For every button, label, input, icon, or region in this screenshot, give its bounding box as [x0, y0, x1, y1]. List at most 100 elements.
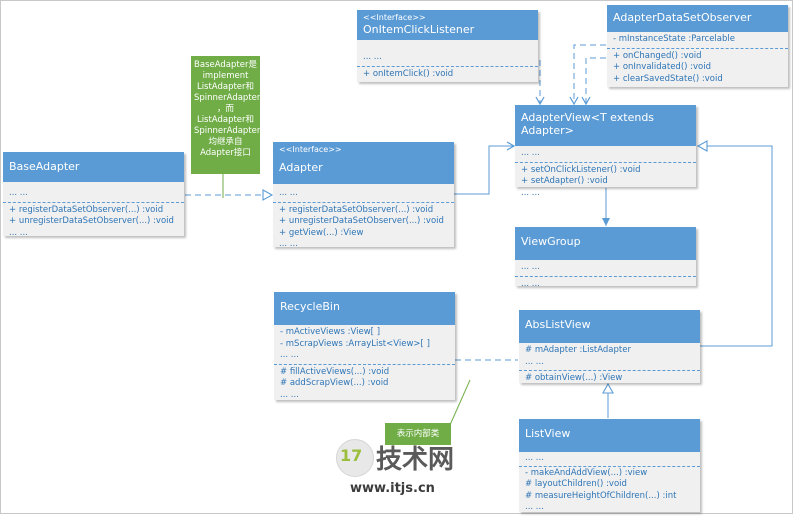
attribute: ... ... — [363, 52, 382, 62]
attribute: - mScrapViews :ArrayList<View>[ ] — [280, 338, 430, 349]
method: + getView(...) :View — [279, 227, 364, 238]
attribute: ... ... — [9, 188, 28, 198]
attributes: - mInstanceState :Parcelable — [607, 32, 788, 49]
class-abslistview[interactable]: AbsListView # mAdapter :ListAdapter ... … — [519, 310, 700, 383]
methods: + registerDataSetObserver(...) :void + u… — [3, 203, 184, 242]
class-onitemclicklistener[interactable]: <<Interface>> OnItemClickListener ... ..… — [357, 10, 538, 82]
attribute: ... ... — [521, 148, 540, 158]
observer-to-adapterview-2 — [581, 57, 606, 106]
attributes: ... ... — [3, 182, 184, 203]
method: # fillActiveViews(...) :void — [280, 366, 390, 377]
method: - makeAndAddView(...) :view — [525, 467, 648, 478]
attribute: - mActiveViews :View[ ] — [280, 327, 381, 337]
class-listview[interactable]: ListView ... ... - makeAndAddView(...) :… — [519, 419, 700, 512]
method: + unregisterDataSetObserver(...) :void — [9, 216, 174, 226]
class-name: AbsListView — [525, 318, 591, 331]
note-baseadapter[interactable]: BaseAdapter是 implement ListAdapter和 Spin… — [191, 56, 260, 174]
attributes: ... ... — [273, 184, 454, 203]
class-name: ListView — [525, 427, 571, 440]
note-line: ，而 — [216, 104, 234, 114]
note-line: SpinnerAdapter — [194, 126, 261, 136]
note-innerclass[interactable]: 表示内部类 — [385, 423, 451, 445]
attributes: ... ... — [515, 260, 696, 277]
class-recyclebin[interactable]: RecycleBin - mActiveViews :View[ ] - mSc… — [274, 292, 455, 400]
class-adapterview[interactable]: AdapterView<T extends Adapter> ... ... +… — [515, 105, 696, 198]
class-header: AdapterView<T extends Adapter> — [515, 105, 696, 146]
note-line: BaseAdapter是 — [194, 60, 257, 70]
attribute: ... ... — [280, 350, 299, 360]
class-name: BaseAdapter — [9, 160, 80, 173]
abslistview-to-adapterview — [696, 140, 773, 347]
attribute: # mAdapter :ListAdapter — [525, 345, 631, 355]
class-name: AdapterDataSetObserver — [613, 11, 752, 24]
note-line: ListAdapter和 — [196, 115, 255, 125]
method: + unregisterDataSetObserver(...) :void — [279, 216, 444, 226]
method: + onChanged() :void — [613, 50, 702, 61]
stereotype: <<Interface>> — [279, 145, 342, 154]
method: ... ... — [9, 227, 28, 238]
methods: + onChanged() :void + onInvalidated() :v… — [607, 49, 788, 88]
note-line: 表示内部类 — [396, 429, 440, 439]
watermark-logo: 17 技术网 www.itjs.cn — [336, 437, 476, 501]
adapter-to-adapterview — [454, 141, 516, 195]
class-name: OnItemClickListener — [363, 23, 475, 36]
methods: - makeAndAddView(...) :view # layoutChil… — [519, 467, 700, 516]
method: ... ... — [521, 278, 540, 289]
method: ... ... — [279, 239, 298, 249]
method: # obtainView(...) :View — [525, 373, 623, 383]
methods: + setOnClickListener() :void + setAdapte… — [515, 163, 696, 202]
methods: + registerDataSetObserver(...) :void + u… — [273, 203, 454, 253]
class-header: <<Interface>> OnItemClickListener — [357, 10, 538, 40]
method: # layoutChildren() :void — [525, 479, 627, 489]
class-header: AbsListView — [519, 310, 700, 343]
class-adapterdatasetobserver[interactable]: AdapterDataSetObserver - mInstanceState … — [607, 5, 788, 87]
method: + setAdapter() :void — [521, 176, 608, 186]
class-name: Adapter — [279, 161, 323, 174]
watermark-circle-icon — [336, 439, 374, 477]
method: ... ... — [521, 187, 540, 198]
class-header: BaseAdapter — [3, 152, 184, 182]
class-name: RecycleBin — [280, 300, 340, 313]
class-header: <<Interface>> Adapter — [273, 142, 454, 184]
class-header: AdapterDataSetObserver — [607, 5, 788, 32]
attributes: - mActiveViews :View[ ] - mScrapViews :A… — [274, 325, 455, 365]
note-line: Adapter接口 — [200, 148, 251, 158]
method: # addScrapView(...) :void — [280, 378, 389, 388]
note-line: 均继承自 — [208, 137, 243, 147]
stereotype: <<Interface>> — [363, 13, 426, 22]
attribute: ... ... — [521, 262, 540, 272]
method: + setOnClickListener() :void — [521, 164, 641, 175]
methods: + onItemClick() :void — [357, 67, 538, 83]
watermark-url: www.itjs.cn — [350, 481, 435, 496]
attribute: ... ... — [525, 453, 544, 463]
class-header: RecycleBin — [274, 292, 455, 325]
class-adapter[interactable]: <<Interface>> Adapter ... ... + register… — [273, 142, 454, 249]
class-baseadapter[interactable]: BaseAdapter ... ... + registerDataSetObs… — [3, 152, 184, 238]
watermark-brand: 技术网 — [376, 445, 455, 475]
class-name: AdapterView<T extends Adapter> — [521, 111, 655, 137]
class-name: ViewGroup — [521, 235, 581, 248]
method: + registerDataSetObserver(...) :void — [279, 204, 434, 215]
methods: ... ... — [515, 277, 696, 293]
attribute: ... ... — [525, 356, 544, 367]
method: + onInvalidated() :void — [613, 62, 712, 72]
methods: # fillActiveViews(...) :void # addScrapV… — [274, 365, 455, 404]
note-connector-innerclass — [449, 379, 471, 426]
note-line: SpinnerAdapter — [194, 93, 261, 103]
attributes: ... ... — [519, 452, 700, 467]
class-viewgroup[interactable]: ViewGroup ... ... ... ... — [515, 227, 696, 289]
watermark-number: 17 — [340, 446, 363, 465]
observer-to-adapterview — [569, 44, 606, 106]
attribute: - mInstanceState :Parcelable — [613, 34, 735, 44]
note-line: implement — [202, 71, 249, 81]
class-header: ListView — [519, 419, 700, 452]
attributes: # mAdapter :ListAdapter ... ... — [519, 343, 700, 371]
method: # measureHeightOfChildren(...) :int — [525, 490, 677, 501]
attributes: ... ... — [357, 40, 538, 67]
note-line: ListAdapter和 — [196, 82, 255, 92]
class-header: ViewGroup — [515, 227, 696, 260]
attribute: ... ... — [279, 188, 298, 198]
methods: # obtainView(...) :View — [519, 371, 700, 387]
